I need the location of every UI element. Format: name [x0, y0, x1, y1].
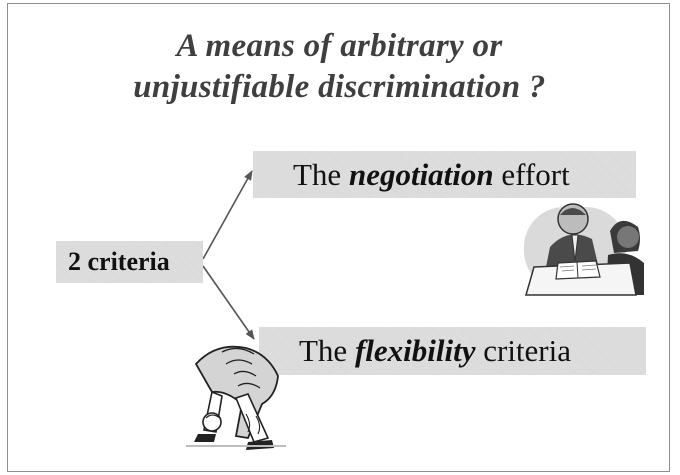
negotiation-prefix: The	[293, 157, 349, 192]
slide: A means of arbitrary or unjustifiable di…	[7, 3, 670, 472]
negotiation-suffix: effort	[493, 157, 570, 192]
arrow-to-negotiation	[202, 170, 253, 260]
negotiation-meeting-clipart	[524, 203, 644, 296]
flexibility-suffix: criteria	[475, 333, 571, 368]
slide-title-line-1: A means of arbitrary or	[176, 28, 503, 64]
flexibility-emphasis: flexibility	[354, 333, 476, 368]
root-criteria-box: 2 criteria	[56, 241, 203, 283]
arrow-to-flexibility	[202, 265, 255, 340]
flexibility-box: The flexibility criteria	[259, 327, 646, 375]
flexibility-prefix: The	[299, 333, 355, 368]
negotiation-box: The negotiation effort	[253, 151, 636, 198]
bending-man-clipart	[186, 345, 286, 450]
root-criteria-label: 2 criteria	[68, 247, 170, 276]
slide-title-line-2: unjustifiable discrimination ?	[133, 69, 546, 105]
negotiation-emphasis: negotiation	[348, 157, 494, 192]
slide-title: A means of arbitrary or unjustifiable di…	[8, 26, 671, 108]
